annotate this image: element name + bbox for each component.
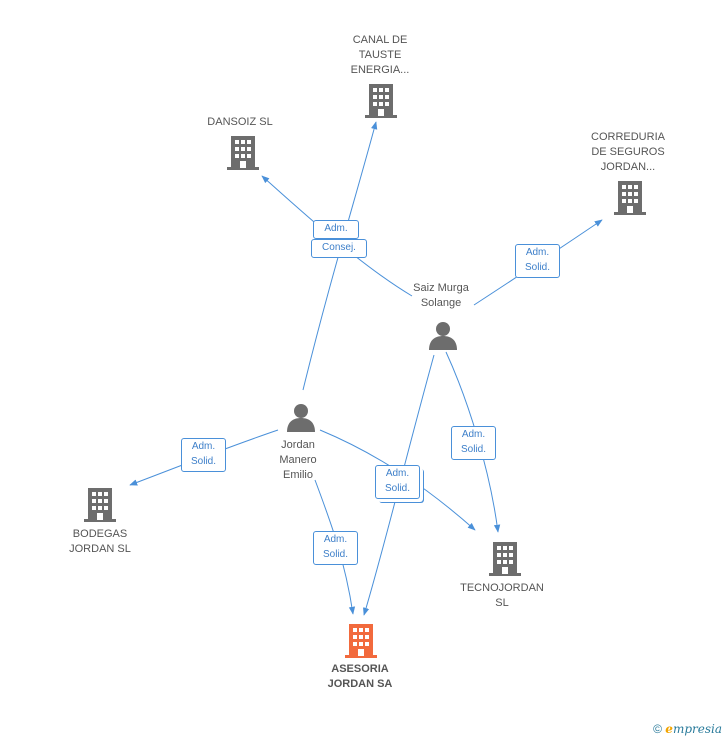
correduria-label[interactable]: CORREDURIA DE SEGUROS JORDAN... [591, 131, 665, 173]
saiz-person-icon[interactable] [428, 320, 458, 350]
asesoria-building-icon[interactable] [345, 624, 377, 658]
dansoiz-building-icon[interactable] [227, 136, 259, 170]
asesoria-label[interactable]: ASESORIA JORDAN SA [327, 663, 393, 690]
relation-badge-adm-dansoiz[interactable]: Adm. [313, 220, 359, 239]
bodegas-building-icon[interactable] [84, 488, 116, 522]
copyright-icon: © [653, 722, 662, 736]
footer-brand: © empresia [653, 722, 722, 736]
brand-logo: empresia [665, 722, 722, 736]
dansoiz-label[interactable]: DANSOIZ SL [207, 116, 273, 128]
bodegas-label[interactable]: BODEGAS JORDAN SL [69, 528, 131, 555]
jordan-label[interactable]: Jordan Manero Emilio [279, 439, 317, 481]
relation-badge-adm-solid-correduria[interactable]: Adm. Solid. [515, 244, 560, 278]
correduria-building-icon[interactable] [614, 181, 646, 215]
relation-badge-adm-solid-tecno[interactable]: Adm. Solid. [451, 426, 496, 460]
relation-badge-adm-solid-asesoria[interactable]: Adm. Solid. [313, 531, 358, 565]
canal-building-icon[interactable] [365, 84, 397, 118]
relation-badge-adm-solid-center[interactable]: Adm. Solid. [375, 465, 420, 499]
jordan-person-icon[interactable] [286, 402, 316, 432]
tecnojordan-building-icon[interactable] [489, 542, 521, 576]
relation-badge-adm-solid-bodegas[interactable]: Adm. Solid. [181, 438, 226, 472]
tecnojordan-label[interactable]: TECNOJORDAN SL [460, 582, 544, 609]
canal-label[interactable]: CANAL DE TAUSTE ENERGIA... [350, 34, 410, 76]
saiz-label[interactable]: Saiz Murga Solange [413, 282, 469, 309]
relation-badge-consej-canal[interactable]: Consej. [311, 239, 367, 258]
